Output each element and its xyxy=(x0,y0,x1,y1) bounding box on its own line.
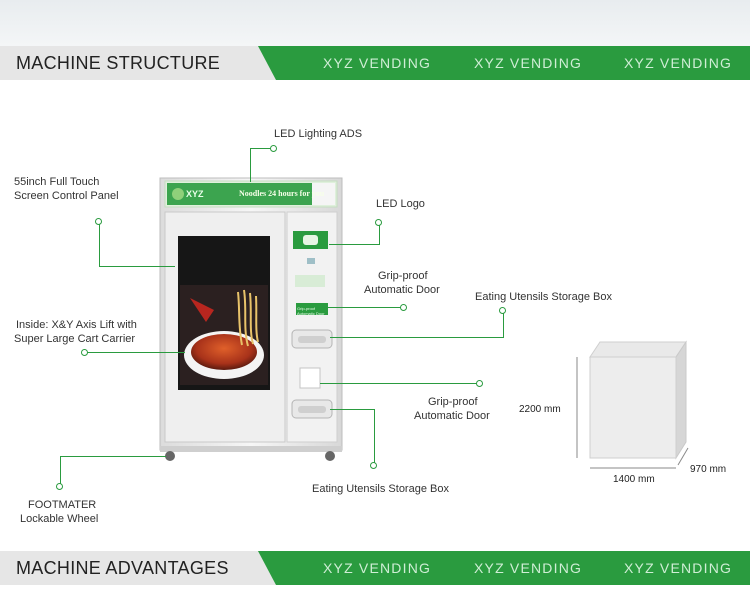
led-logo-shape xyxy=(303,235,318,245)
brand-text: XYZ VENDING xyxy=(474,55,583,71)
callout-dot xyxy=(375,219,382,226)
banner-gray-band xyxy=(0,551,280,585)
machine-header-slogan: Noodles 24 hours for you xyxy=(239,189,325,198)
brand-text: XYZ VENDING xyxy=(624,560,733,576)
brand-text: XYZ VENDING xyxy=(474,560,583,576)
header-white-end xyxy=(312,183,335,205)
section-banner-advantages: MACHINE ADVANTAGES XYZ VENDING XYZ VENDI… xyxy=(0,551,750,585)
callout-line xyxy=(250,148,251,182)
callout-line xyxy=(60,456,166,457)
grip-door-2 xyxy=(299,367,321,389)
callout-line xyxy=(503,312,504,338)
noodle-soup xyxy=(191,334,257,370)
label-footmater-2: Lockable Wheel xyxy=(20,513,99,525)
top-background xyxy=(0,0,750,46)
dim-line-depth xyxy=(677,447,689,466)
instruction-sticker xyxy=(295,275,325,287)
callout-line xyxy=(60,456,61,486)
banner-green-band xyxy=(258,551,750,585)
label-led-logo: LED Logo xyxy=(376,198,425,210)
callout-dot xyxy=(499,307,506,314)
callout-line xyxy=(99,222,100,267)
section-title: MACHINE STRUCTURE xyxy=(16,53,221,73)
label-grip-door-2a: Grip-proof xyxy=(428,396,478,408)
callout-line xyxy=(250,148,274,149)
small-indicator xyxy=(307,258,315,264)
door-label-text: Grip-proof Automatic Door xyxy=(297,306,325,316)
dimension-height: 2200 mm xyxy=(519,404,561,415)
header-logo-mark xyxy=(172,188,184,200)
box-front xyxy=(589,356,677,459)
label-touch-screen-2: Screen Control Panel xyxy=(14,190,119,202)
callout-dot xyxy=(476,380,483,387)
wheel-left xyxy=(165,451,175,461)
box-top xyxy=(589,341,687,358)
label-inside-2: Super Large Cart Carrier xyxy=(14,333,136,345)
dimension-depth: 970 mm xyxy=(690,464,727,475)
callout-dot xyxy=(270,145,277,152)
machine-base xyxy=(160,446,342,452)
section-banner-structure: MACHINE STRUCTURE XYZ VENDING XYZ VENDIN… xyxy=(0,46,750,80)
label-utensils-2: Eating Utensils Storage Box xyxy=(312,483,449,495)
callout-dot xyxy=(56,483,63,490)
brand-text: XYZ VENDING xyxy=(323,55,432,71)
label-inside-1: Inside: X&Y Axis Lift with xyxy=(16,319,137,331)
brand-text: XYZ VENDING xyxy=(624,55,733,71)
machine-header-band xyxy=(167,183,335,205)
banner-green-band xyxy=(258,46,750,80)
callout-line xyxy=(330,409,374,410)
box-side xyxy=(675,340,687,460)
callout-line xyxy=(374,409,375,465)
callout-dot xyxy=(400,304,407,311)
banner-gray-band xyxy=(0,46,280,80)
callout-line xyxy=(379,223,380,245)
label-led-lighting: LED Lighting ADS xyxy=(274,128,363,140)
label-grip-door-2b: Automatic Door xyxy=(414,410,490,422)
grip-door-1 xyxy=(296,303,328,315)
label-grip-door-1b: Automatic Door xyxy=(364,284,440,296)
callout-dot xyxy=(81,349,88,356)
callout-line xyxy=(99,266,175,267)
callout-dot xyxy=(95,218,102,225)
label-footmater-1: FOOTMATER xyxy=(28,499,97,511)
callout-line xyxy=(329,244,379,245)
wheel-right xyxy=(325,451,335,461)
label-touch-screen-1: 55inch Full Touch xyxy=(14,176,100,188)
machine-header-logo: XYZ xyxy=(186,189,204,199)
label-utensils-1: Eating Utensils Storage Box xyxy=(475,291,612,303)
callout-dot xyxy=(370,462,377,469)
callout-line xyxy=(326,307,404,308)
callout-line xyxy=(85,352,185,353)
red-accent xyxy=(190,298,214,322)
brand-text: XYZ VENDING xyxy=(323,560,432,576)
section-title: MACHINE ADVANTAGES xyxy=(16,558,229,578)
dimension-width: 1400 mm xyxy=(613,474,655,485)
noodle-strands xyxy=(237,289,259,347)
label-grip-door-1a: Grip-proof xyxy=(378,270,428,282)
callout-line xyxy=(330,337,503,338)
callout-line xyxy=(320,383,479,384)
